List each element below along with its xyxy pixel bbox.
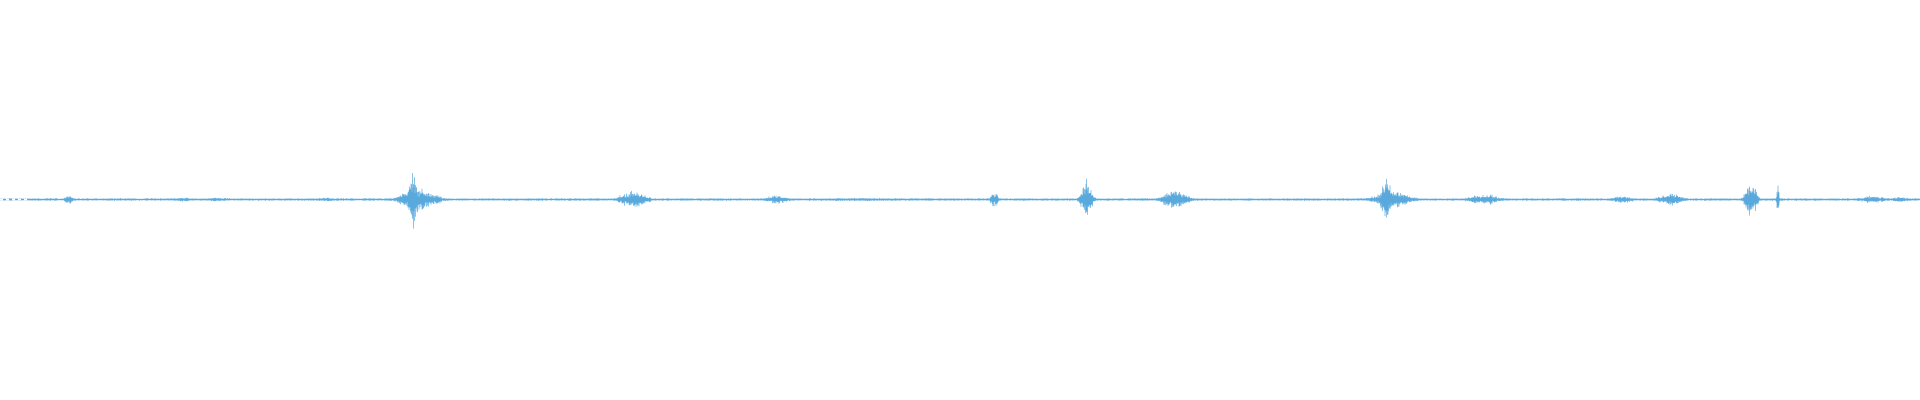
waveform-samples — [0, 172, 1920, 229]
waveform-trace — [0, 172, 1920, 229]
